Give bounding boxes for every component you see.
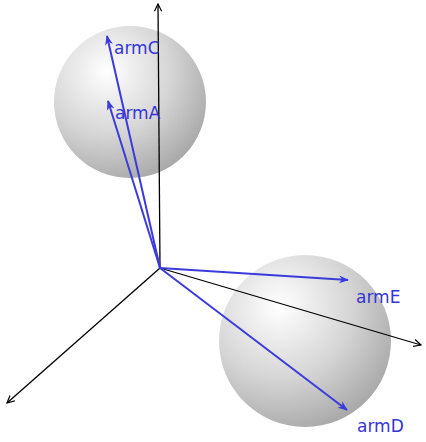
arm-vector — [160, 268, 347, 410]
vector-label: armD — [357, 416, 404, 436]
vector-label: armA — [115, 103, 160, 123]
axis — [160, 268, 421, 345]
vector-label: armC — [114, 38, 160, 58]
arm-vector — [108, 101, 160, 268]
arm-vector — [160, 268, 348, 280]
vector-label: armE — [356, 287, 400, 307]
sphere — [54, 26, 206, 178]
sphere — [219, 255, 391, 427]
axis — [7, 268, 160, 403]
arm-vector — [107, 36, 160, 268]
